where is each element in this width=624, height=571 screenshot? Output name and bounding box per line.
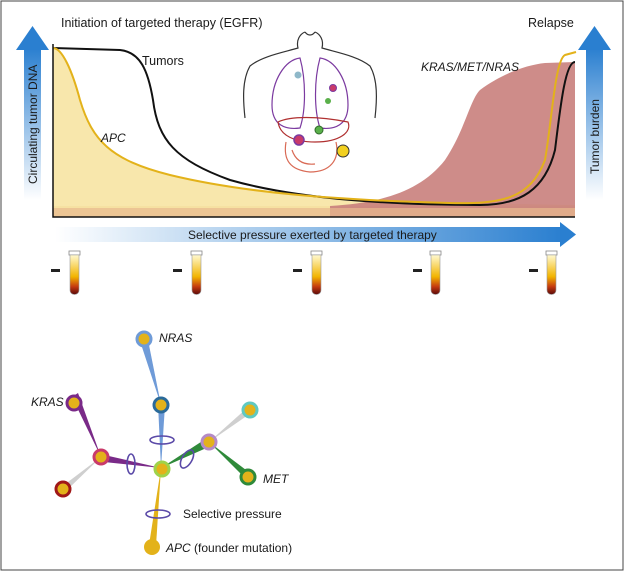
metastasis-dot — [329, 84, 337, 92]
tumor-burden-axis-label: Tumor burden — [588, 99, 602, 174]
node-kras — [65, 394, 83, 412]
blood-tube — [413, 250, 442, 295]
ctdna-axis-arrow — [16, 26, 49, 200]
phylogenetic-tree — [54, 330, 259, 555]
ctdna-axis-label: Circulating tumor DNA — [26, 65, 40, 184]
blood-samples — [51, 250, 558, 295]
body-illustration — [242, 31, 378, 173]
kras-met-nras-label: KRAS/MET/NRAS — [421, 60, 519, 74]
metastasis-dot — [325, 98, 331, 104]
metastasis-dot — [336, 144, 350, 158]
met-label: MET — [263, 472, 290, 486]
metastasis-dot — [293, 134, 305, 146]
blood-tube — [293, 250, 323, 295]
branch-apc — [149, 468, 161, 546]
apc-curve-label: APC — [100, 131, 126, 145]
apc-curve — [52, 47, 577, 205]
initiation-label: Initiation of targeted therapy (EGFR) — [61, 16, 262, 30]
node-kras-mid — [92, 448, 110, 466]
blood-tube — [173, 250, 203, 295]
node-center — [153, 460, 171, 478]
pressure-ring — [145, 509, 171, 519]
metastasis-dot — [294, 71, 302, 79]
relapse-label: Relapse — [528, 16, 574, 30]
plot-area — [52, 44, 577, 218]
selective-pressure-arrow — [55, 222, 576, 247]
pressure-ring — [149, 435, 175, 445]
selective-pressure-axis-label: Selective pressure exerted by targeted t… — [188, 228, 437, 242]
metastasis-dot — [314, 125, 324, 135]
pressure-ring — [179, 449, 195, 469]
branch-kras-lower — [60, 457, 101, 491]
node-met — [239, 468, 257, 486]
plot-axes — [52, 44, 575, 218]
node-apc-root — [144, 539, 160, 555]
branch-met-upper — [209, 408, 251, 442]
node-nras-mid — [152, 396, 170, 414]
nras-label: NRAS — [159, 331, 192, 345]
branch-met — [209, 442, 250, 478]
apc-founder-label: APC (founder mutation) — [165, 541, 292, 555]
node-met-upper — [241, 401, 259, 419]
blood-tube — [51, 250, 81, 295]
relapse-clone-area — [330, 62, 575, 217]
blood-tube — [529, 250, 558, 295]
selective-pressure-legend: Selective pressure — [183, 507, 282, 521]
branch-nras — [140, 340, 161, 405]
tumor-burden-axis-arrow — [578, 26, 611, 200]
pressure-ring — [126, 453, 136, 475]
node-kras-lower — [54, 480, 72, 498]
branch-kras — [100, 454, 161, 468]
node-nras — [135, 330, 153, 348]
tumors-label: Tumors — [142, 54, 184, 68]
apc-area — [53, 48, 575, 217]
kras-label: KRAS — [31, 395, 64, 409]
node-met-mid — [200, 433, 218, 451]
